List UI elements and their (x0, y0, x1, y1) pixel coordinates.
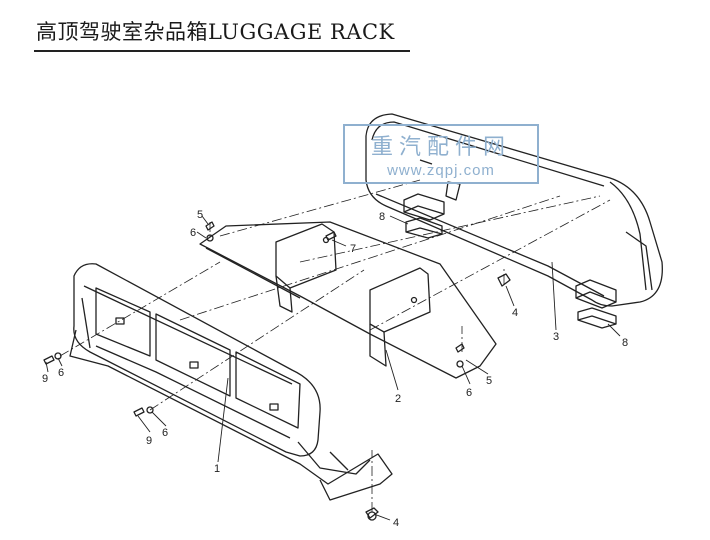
front-panel-part1 (69, 263, 393, 501)
fastener-set (43, 221, 511, 521)
callout-part5-right: 5 (486, 375, 492, 387)
dome-lamp-top (403, 181, 461, 221)
spare-lamp-right (577, 307, 617, 329)
callout-part4-top: 4 (512, 307, 518, 319)
watermark-url-text: www.zqpj.com (386, 162, 495, 179)
page-title: 高顶驾驶室杂品箱LUGGAGE RACK (36, 20, 395, 44)
assembly-guide-lines (59, 179, 611, 512)
callout-labels: 1 2 3 4 4 5 5 6 6 6 6 7 8 8 9 9 (42, 209, 628, 529)
callout-part1: 1 (214, 463, 220, 475)
callout-part6-topleft: 6 (190, 227, 196, 239)
callout-part5-left: 5 (197, 209, 203, 221)
callout-part9-left: 9 (42, 373, 48, 385)
shelf-part2 (199, 221, 497, 379)
watermark-cn-text: 重汽配件网 (371, 134, 511, 159)
rear-luggage-box-part3 (365, 113, 663, 329)
dome-lamp-right (575, 279, 617, 309)
callout-part2: 2 (395, 393, 401, 405)
callout-part8-top: 8 (379, 211, 385, 223)
callout-part8-right: 8 (622, 337, 628, 349)
callout-leaders (45, 215, 621, 521)
watermark: 重汽配件网 www.zqpj.com (343, 124, 539, 184)
spare-lamp-top (405, 217, 443, 239)
callout-part6-lower: 6 (162, 427, 168, 439)
title-underline (34, 50, 410, 52)
callout-part6-left: 6 (58, 367, 64, 379)
callout-part3: 3 (553, 331, 559, 343)
callout-part9-lower: 9 (146, 435, 152, 447)
callout-part7: 7 (350, 243, 356, 255)
callout-part4-bottom: 4 (393, 517, 399, 529)
callout-part6-right: 6 (466, 387, 472, 399)
